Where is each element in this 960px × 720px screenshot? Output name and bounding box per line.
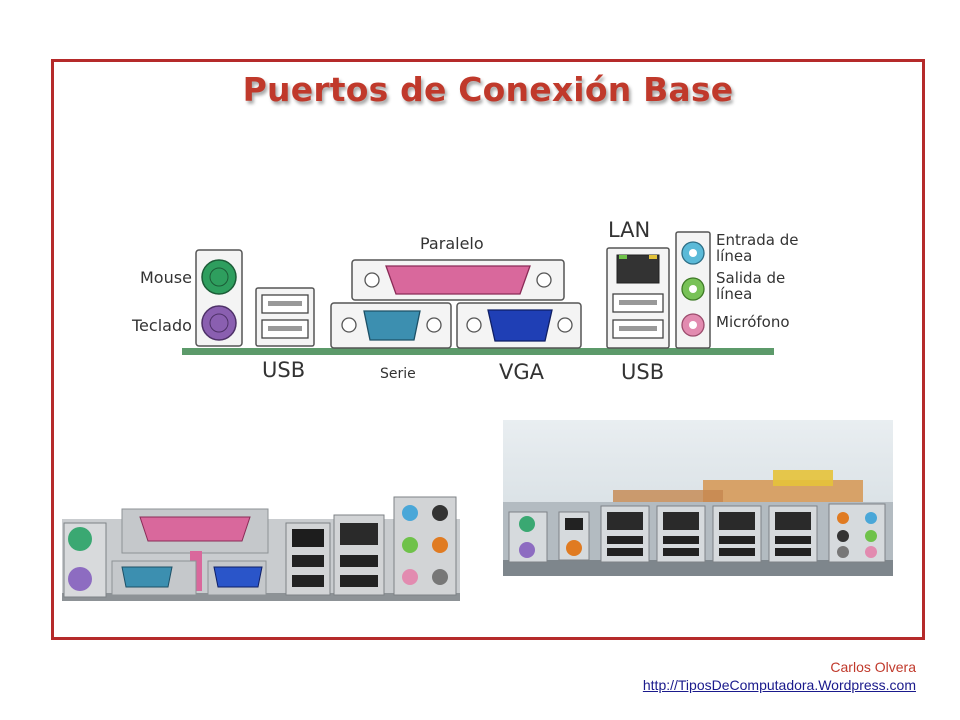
- label-usb-left: USB: [262, 358, 306, 382]
- parallel-port: [385, 265, 531, 295]
- vga-port: [487, 309, 553, 342]
- credit-url-link[interactable]: http://TiposDeComputadora.Wordpress.com: [642, 677, 916, 693]
- label-entrada-line2: línea: [716, 247, 753, 265]
- label-usb-right: USB: [621, 360, 665, 384]
- backpanel-photo-left: [62, 495, 460, 601]
- label-teclado: Teclado: [132, 316, 192, 335]
- label-serie: Serie: [380, 366, 416, 382]
- backpanel-photo-left-image: [62, 495, 460, 601]
- ports-diagram: Mouse Teclado USB Paralelo Serie VGA LAN…: [84, 210, 824, 390]
- lan-port: [616, 254, 660, 284]
- label-lan: LAN: [608, 218, 651, 242]
- label-entrada-line1: Entrada de: [716, 231, 799, 249]
- label-paralelo: Paralelo: [420, 234, 484, 253]
- keyboard-port: [201, 305, 237, 341]
- serial-port: [363, 310, 421, 341]
- credit-author: Carlos Olvera: [830, 659, 916, 675]
- label-microfono: Micrófono: [716, 313, 790, 331]
- motherboard-photo-right: [503, 420, 893, 576]
- ports-illustration: [182, 231, 774, 355]
- label-entrada: Entrada de línea: [716, 232, 798, 264]
- slide-title: Puertos de Conexión Base: [242, 70, 734, 109]
- label-salida: Salida de línea: [716, 270, 785, 302]
- label-vga: VGA: [499, 360, 545, 384]
- mouse-port: [201, 259, 237, 295]
- label-salida-line2: línea: [716, 285, 753, 303]
- label-salida-line1: Salida de: [716, 269, 786, 287]
- label-mouse: Mouse: [140, 268, 192, 287]
- credit-block: Carlos Olvera http://TiposDeComputadora.…: [643, 658, 916, 694]
- motherboard-photo-right-image: [503, 420, 893, 576]
- board-strip: [182, 348, 774, 355]
